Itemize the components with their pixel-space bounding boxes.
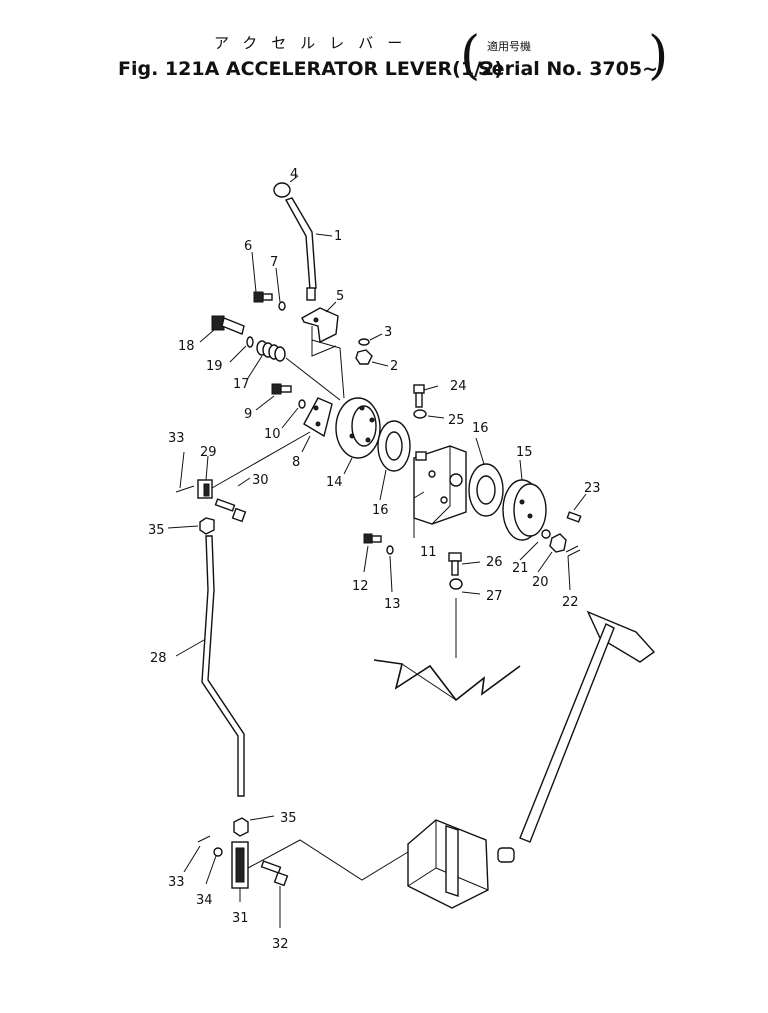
callout-12: 12 [352, 579, 369, 594]
lever-knob-part-4 [273, 182, 291, 198]
rod-part-28 [201, 535, 245, 797]
callout-26: 26 [486, 555, 503, 570]
callout-16-upper: 16 [472, 421, 489, 436]
pin-part-33-top [175, 485, 195, 493]
serial-number: Serial No. 3705~ [478, 58, 658, 80]
mounting-plate-part-11 [413, 445, 467, 525]
washer-part-27 [449, 578, 463, 590]
callout-22: 22 [562, 595, 579, 610]
washer-part-10 [298, 399, 306, 409]
leader-lines [167, 175, 587, 928]
accelerator-lever-part-1 [284, 197, 317, 301]
pin-part-23 [566, 511, 582, 523]
clevis-part-29 [197, 479, 213, 499]
serial-bracket-close: ) [648, 26, 669, 86]
bolt-part-18 [211, 315, 245, 335]
frame-edge [401, 663, 457, 701]
washer-part-3 [358, 338, 370, 346]
bolt-part-9 [271, 383, 292, 395]
bolt-part-12 [363, 533, 382, 544]
callout-11: 11 [420, 545, 437, 560]
callout-numbers: 4 1 6 7 5 3 2 18 19 17 9 10 24 25 33 29 … [148, 167, 601, 952]
callout-31: 31 [232, 911, 249, 926]
lever-plate-part-8 [303, 397, 333, 438]
callout-33-top: 33 [168, 431, 185, 446]
bracket-part-5 [301, 307, 339, 344]
washer-part-21 [541, 529, 551, 539]
callout-1: 1 [334, 229, 342, 244]
callout-35-top: 35 [148, 523, 165, 538]
callout-25: 25 [448, 413, 465, 428]
callout-6: 6 [244, 239, 252, 254]
callout-5: 5 [336, 289, 344, 304]
washer-part-13 [386, 545, 394, 555]
callout-30: 30 [252, 473, 269, 488]
washer-part-7 [278, 301, 286, 311]
serial-bracket-open: ( [460, 26, 481, 86]
callout-4: 4 [290, 167, 298, 182]
callout-9: 9 [244, 407, 252, 422]
clevis-part-31 [231, 841, 249, 889]
bolt-part-6 [253, 291, 273, 303]
callout-34: 34 [196, 893, 213, 908]
bolt-part-30 [214, 498, 247, 523]
nut-part-20 [549, 533, 567, 553]
nut-part-2 [355, 349, 373, 365]
callout-16-lower: 16 [372, 503, 389, 518]
pin-part-33-bottom [197, 835, 211, 843]
bolt-part-24 [413, 384, 425, 408]
callout-3: 3 [384, 325, 392, 340]
callout-14: 14 [326, 475, 343, 490]
callout-29: 29 [200, 445, 217, 460]
callout-8: 8 [292, 455, 300, 470]
bolt-part-26 [448, 552, 462, 576]
callout-24: 24 [450, 379, 467, 394]
callout-33-bottom: 33 [168, 875, 185, 890]
callout-19: 19 [206, 359, 223, 374]
callout-15: 15 [516, 445, 533, 460]
bolt-part-32 [260, 860, 289, 887]
nut-part-35-bottom [233, 817, 249, 837]
callout-35-bottom: 35 [280, 811, 297, 826]
frame-break-line [373, 659, 521, 702]
callout-10: 10 [264, 427, 281, 442]
nut-part-35-top [199, 517, 215, 535]
callout-20: 20 [532, 575, 549, 590]
callout-32: 32 [272, 937, 289, 952]
title-japanese: アクセルレバー [214, 34, 417, 52]
hub-part-14 [335, 397, 381, 459]
friction-disc-part-16-front [377, 420, 411, 472]
callout-18: 18 [178, 339, 195, 354]
callout-17: 17 [233, 377, 250, 392]
figure-title: Fig. 121A ACCELERATOR LEVER(1/2) [118, 58, 503, 80]
callout-13: 13 [384, 597, 401, 612]
pedal-assembly [407, 610, 656, 909]
spring-part-17 [256, 340, 286, 362]
callout-27: 27 [486, 589, 503, 604]
washer-part-25 [413, 409, 427, 419]
washer-part-34 [213, 847, 223, 857]
callout-28: 28 [150, 651, 167, 666]
friction-disc-part-16-rear [468, 463, 504, 517]
pressure-plate-part-15 [502, 479, 547, 541]
callout-23: 23 [584, 481, 601, 496]
serial-label-japanese: 適用号機 [487, 40, 531, 53]
callout-2: 2 [390, 359, 398, 374]
cotter-pin-part-22 [565, 545, 581, 557]
callout-21: 21 [512, 561, 529, 576]
callout-7: 7 [270, 255, 278, 270]
washer-part-19 [246, 336, 254, 348]
